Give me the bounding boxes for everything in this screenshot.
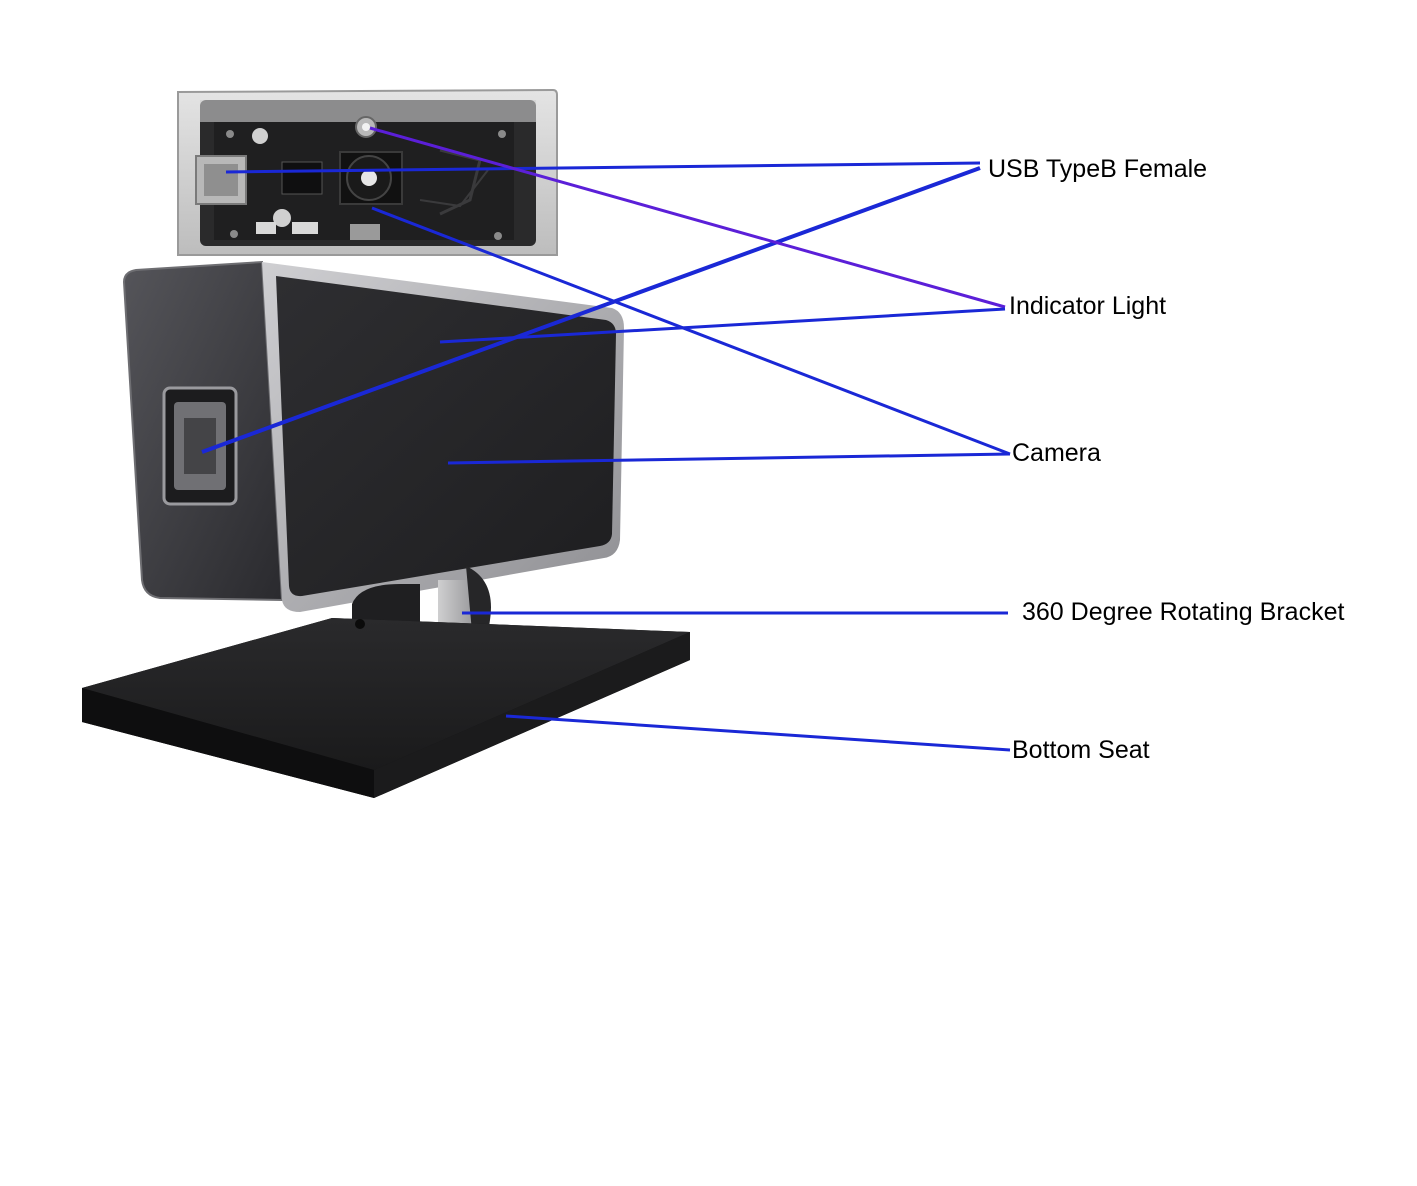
leader-camera-housing <box>371 206 1011 456</box>
leader-lines <box>201 126 1011 752</box>
leader-seat <box>505 714 1011 752</box>
label-indicator-light: Indicator Light <box>1009 292 1167 320</box>
leader-usb-body <box>201 166 981 454</box>
label-rotating-bracket: 360 Degree Rotating Bracket <box>1022 598 1345 626</box>
open-housing <box>177 88 558 256</box>
bottom-seat <box>82 618 690 798</box>
device-body <box>122 260 624 612</box>
leader-usb-housing <box>225 161 981 174</box>
label-bottom-seat: Bottom Seat <box>1012 736 1150 764</box>
leader-camera-body <box>447 452 1011 465</box>
leader-indicator-housing <box>369 126 1006 309</box>
label-camera: Camera <box>1012 439 1101 467</box>
leader-indicator-body <box>439 307 1006 344</box>
label-usb-typeb-female: USB TypeB Female <box>988 155 1208 183</box>
